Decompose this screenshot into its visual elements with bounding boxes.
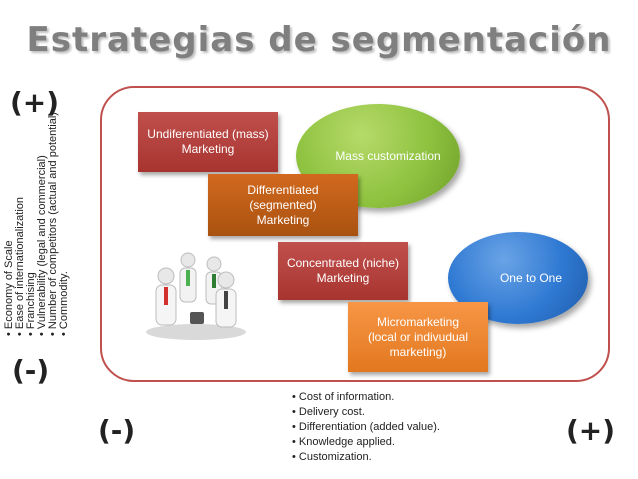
page-title: Estrategias de segmentación [26, 20, 612, 60]
plus-sign-bottom-right: (+) [566, 414, 616, 447]
undifferentiated-marketing-box: Undiferentiated (mass) Marketing [138, 112, 278, 172]
minus-sign-bottom-left: (-) [12, 354, 50, 387]
bottom-list-item: • Customization. [292, 451, 372, 463]
bottom-list-item: • Knowledge applied. [292, 436, 395, 448]
vertical-list-item: • Commodity. [58, 271, 70, 336]
one-to-one-label: One to One [499, 271, 563, 285]
mass-customization-label: Mass customization [335, 149, 441, 163]
bottom-list-item: • Cost of information. [292, 391, 395, 403]
concentrated-marketing-box: Concentrated (niche) Marketing [278, 242, 408, 300]
vertical-factor-list: • Economy of Scale • Ease of internation… [3, 76, 114, 336]
bottom-factor-list: • Cost of information. • Delivery cost. … [292, 390, 440, 465]
minus-sign-bottom-middle: (-) [98, 414, 136, 447]
bottom-list-item: • Differentiation (added value). [292, 421, 440, 433]
business-people-illustration [146, 252, 246, 340]
bottom-list-item: • Delivery cost. [292, 406, 365, 418]
micromarketing-box: Micromarketing (local or indivudual mark… [348, 302, 488, 372]
differentiated-marketing-box: Differentiated (segmented) Marketing [208, 174, 358, 236]
plus-sign-top-left: (+) [10, 86, 60, 119]
